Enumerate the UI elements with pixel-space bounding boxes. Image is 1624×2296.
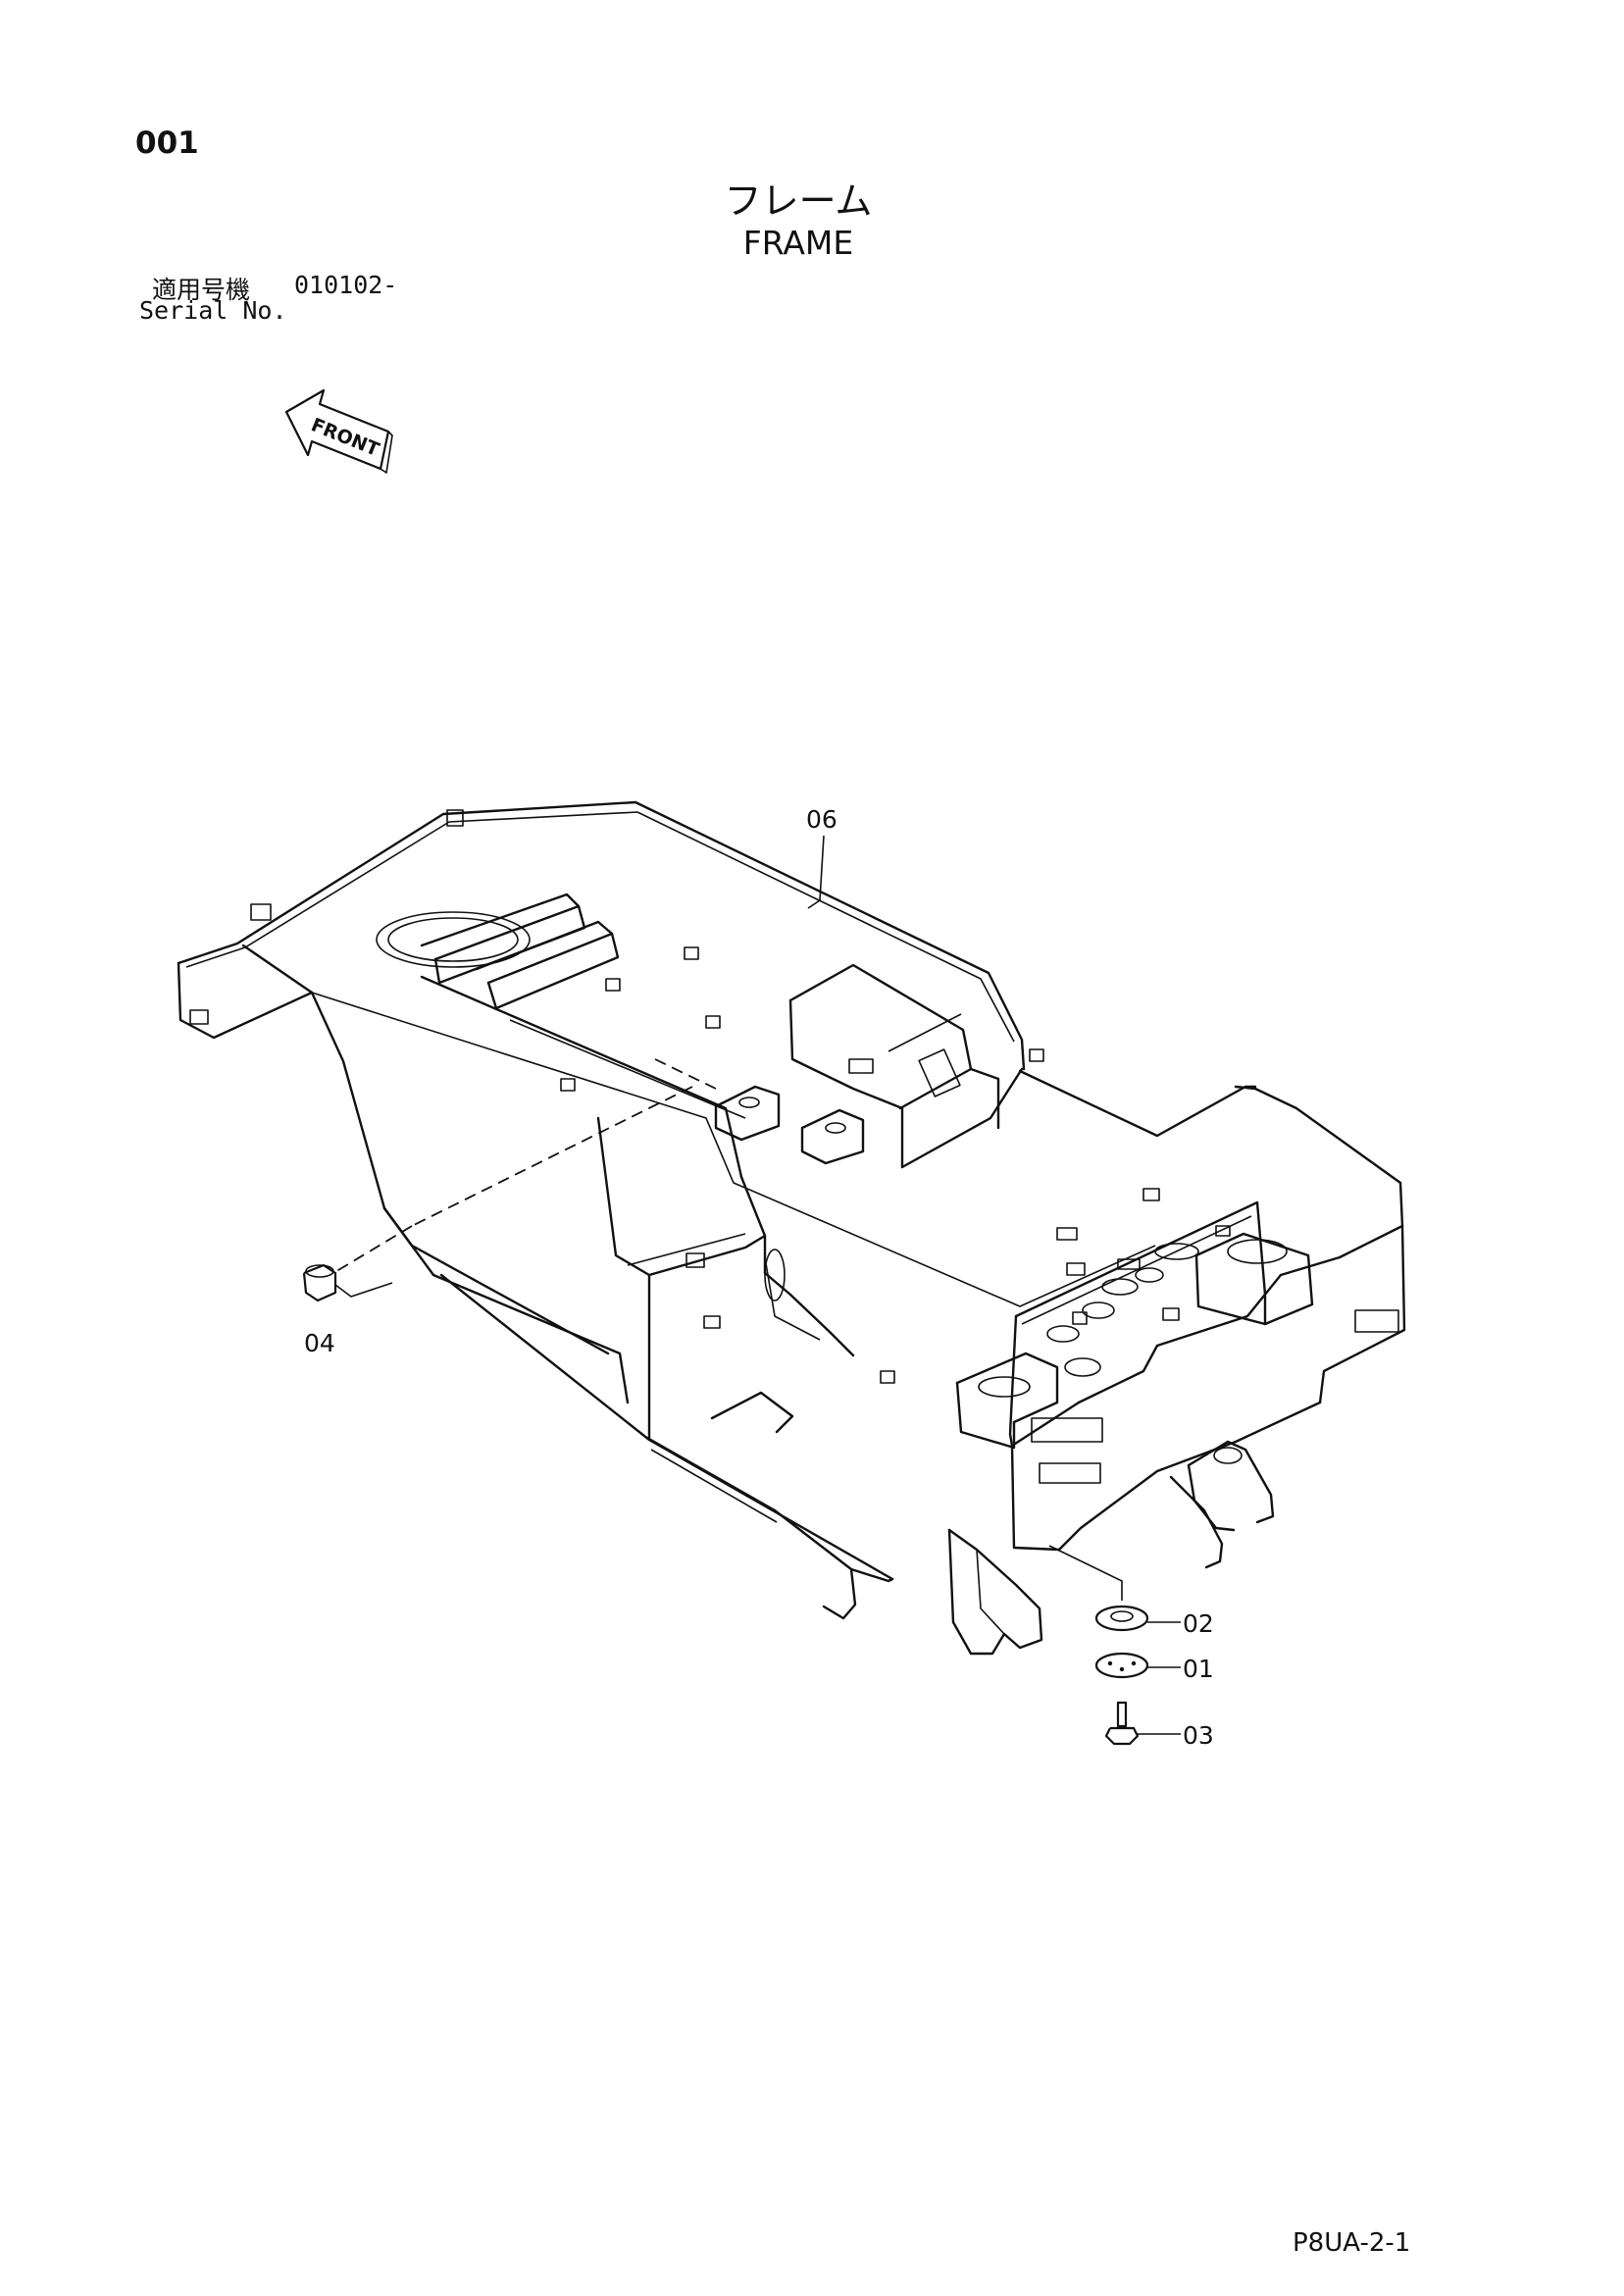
callout-01: 01 [1183,1655,1214,1683]
plug-icon [302,1263,337,1302]
plate-icon [1094,1652,1149,1679]
spacer-ring-icon [1094,1605,1149,1632]
callout-04: 04 [304,1329,335,1357]
callout-06: 06 [806,805,837,834]
page-number: 001 [135,126,199,161]
title-english: FRAME [742,224,854,262]
title-japanese: フレーム [724,179,873,223]
page-code: P8UA-2-1 [1293,2228,1411,2258]
detail-block [685,1252,705,1268]
frame-body [177,800,1406,1656]
serial-value: 010102- [294,271,398,299]
front-arrow-icon: FRONT [284,388,393,474]
callout-02: 02 [1183,1609,1214,1638]
callout-03: 03 [1183,1721,1214,1750]
serial-label-english: Serial No. [139,296,287,325]
bolt-icon [1104,1701,1140,1746]
serial-label-japanese: 適用号機 [152,276,251,304]
